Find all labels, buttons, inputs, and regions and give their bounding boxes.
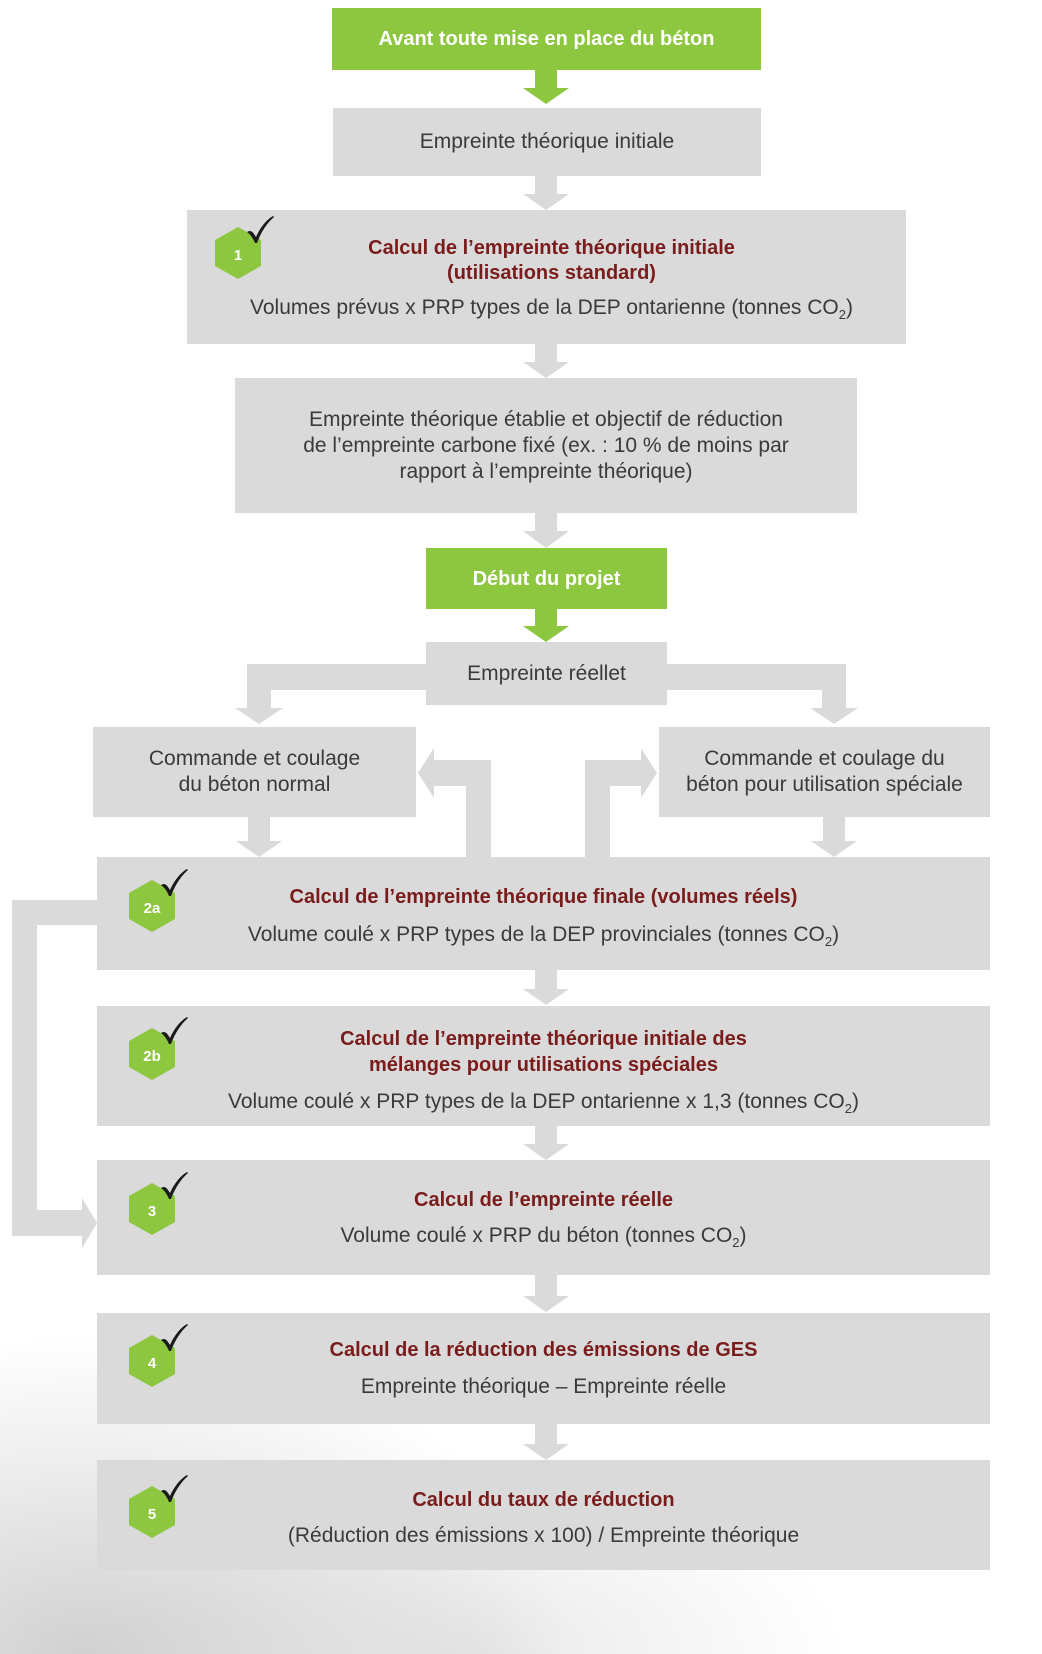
arrow-initial-to-step1 — [523, 176, 569, 210]
step-2b-formula: Volume coulé x PRP types de la DEP ontar… — [97, 1089, 990, 1117]
formula-text: (Réduction des émissions x 100) / Emprei… — [287, 1524, 800, 1547]
step-2a-badge: 2a — [129, 868, 193, 934]
formula-suffix: ) — [845, 296, 853, 319]
arrow-step3-to-step4 — [523, 1275, 569, 1312]
hexagon-icon — [129, 1486, 175, 1538]
step-2a-title: Calcul de l’empreinte théorique finale (… — [289, 886, 798, 908]
arrow-step2a-back-to-special — [585, 748, 657, 857]
project-start-label: Début du projet — [472, 567, 621, 590]
normal-concrete-box: Commande et coulage du béton normal — [93, 727, 416, 817]
step-1-title-line: Calcul de l’empreinte théorique initiale — [368, 237, 735, 259]
step-1-box: Calcul de l’empreinte théorique initiale… — [187, 210, 906, 344]
step-2a-box: Calcul de l’empreinte théorique finale (… — [97, 857, 990, 970]
formula-subscript: 2 — [844, 1101, 852, 1116]
hexagon-icon — [129, 1335, 175, 1387]
normal-concrete-line: Commande et coulage — [148, 747, 361, 770]
normal-concrete-line: du béton normal — [178, 773, 331, 796]
arrow-step2b-to-step3 — [523, 1126, 569, 1160]
step-number: 2a — [143, 899, 161, 917]
step-2b-title-line: Calcul de l’empreinte théorique initiale… — [340, 1028, 747, 1050]
hexagon-icon — [215, 227, 261, 279]
arrow-step2a-loop-to-step3 — [12, 900, 97, 1248]
step-5-title: Calcul du taux de réduction — [412, 1489, 675, 1511]
target-line: de l’empreinte carbone fixé (ex. : 10 % … — [303, 433, 789, 457]
step-2a-formula: Volume coulé x PRP types de la DEP provi… — [97, 922, 990, 950]
step-2b-badge: 2b — [129, 1016, 193, 1082]
checkmark-icon — [161, 1324, 188, 1351]
checkmark-icon — [247, 216, 274, 243]
step-4-title: Calcul de la réduction des émissions de … — [329, 1339, 758, 1361]
start-box: Avant toute mise en place du béton — [332, 8, 761, 70]
arrow-step2a-to-step2b — [523, 970, 569, 1005]
formula-subscript: 2 — [824, 934, 833, 949]
actual-footprint-box: Empreinte réellet — [426, 642, 667, 705]
arrow-step1-to-target — [523, 344, 569, 378]
target-line: Empreinte théorique établie et objectif … — [309, 407, 783, 431]
arrow-start-to-initial — [523, 70, 569, 104]
actual-footprint-label: Empreinte réellet — [467, 661, 626, 685]
checkmark-icon — [161, 1475, 188, 1502]
step-5-formula: (Réduction des émissions x 100) / Emprei… — [97, 1523, 990, 1549]
hexagon-icon — [129, 880, 175, 932]
arrow-actual-to-normal — [235, 664, 426, 724]
step-5-box: Calcul du taux de réduction (Réduction d… — [97, 1460, 990, 1570]
step-3-badge: 3 — [129, 1171, 193, 1237]
step-1-badge: 1 — [215, 215, 279, 281]
arrow-project-start-to-actual — [523, 609, 569, 642]
step-1-formula: Volumes prévus x PRP types de la DEP ont… — [197, 295, 906, 323]
step-3-title: Calcul de l’empreinte réelle — [414, 1189, 673, 1211]
initial-footprint-label: Empreinte théorique initiale — [419, 130, 675, 153]
start-label: Avant toute mise en place du béton — [378, 28, 715, 50]
step-3-formula: Volume coulé x PRP du béton (tonnes CO2) — [97, 1223, 990, 1251]
formula-text: Volume coulé x PRP du béton (tonnes CO — [340, 1224, 733, 1247]
initial-footprint-box: Empreinte théorique initiale — [333, 108, 761, 176]
step-number: 2b — [143, 1047, 161, 1065]
special-concrete-box: Commande et coulage du béton pour utilis… — [659, 727, 990, 817]
checkmark-icon — [161, 1017, 188, 1044]
step-2b-box: Calcul de l’empreinte théorique initiale… — [97, 1006, 990, 1126]
checkmark-icon — [161, 869, 188, 896]
formula-subscript: 2 — [838, 307, 846, 322]
formula-subscript: 2 — [732, 1235, 740, 1250]
step-3-box: Calcul de l’empreinte réelle Volume coul… — [97, 1160, 990, 1275]
target-line: rapport à l’empreinte théorique) — [399, 459, 693, 483]
hexagon-icon — [129, 1183, 175, 1235]
arrow-step4-to-step5 — [523, 1424, 569, 1460]
formula-text: Volume coulé x PRP types de la DEP provi… — [247, 923, 825, 946]
step-number: 4 — [147, 1354, 157, 1372]
step-2b-title-line: mélanges pour utilisations spéciales — [368, 1054, 718, 1076]
step-1-title-line: (utilisations standard) — [447, 262, 656, 284]
step-4-badge: 4 — [129, 1323, 193, 1389]
checkmark-icon — [161, 1172, 188, 1199]
step-number: 3 — [147, 1202, 157, 1220]
special-concrete-line: Commande et coulage du — [704, 747, 945, 770]
formula-suffix: ) — [832, 923, 840, 946]
formula-text: Empreinte théorique – Empreinte réelle — [360, 1375, 727, 1398]
arrow-special-to-step2a — [811, 817, 857, 857]
step-5-badge: 5 — [129, 1474, 193, 1540]
special-concrete-line: béton pour utilisation spéciale — [686, 773, 963, 796]
arrow-actual-to-special — [667, 664, 858, 724]
formula-text: Volumes prévus x PRP types de la DEP ont… — [250, 296, 839, 319]
formula-suffix: ) — [851, 1090, 859, 1113]
step-4-formula: Empreinte théorique – Empreinte réelle — [97, 1374, 990, 1400]
formula-text: Volume coulé x PRP types de la DEP ontar… — [228, 1090, 845, 1113]
step-number: 1 — [233, 246, 243, 264]
arrow-normal-to-step2a — [236, 817, 282, 857]
project-start-box: Début du projet — [426, 548, 667, 609]
formula-suffix: ) — [739, 1224, 747, 1247]
step-4-box: Calcul de la réduction des émissions de … — [97, 1313, 990, 1424]
arrow-target-to-project-start — [523, 513, 569, 548]
arrow-step2a-back-to-normal — [418, 748, 491, 857]
target-box: Empreinte théorique établie et objectif … — [235, 378, 857, 513]
hexagon-icon — [129, 1028, 175, 1080]
step-number: 5 — [147, 1505, 157, 1523]
